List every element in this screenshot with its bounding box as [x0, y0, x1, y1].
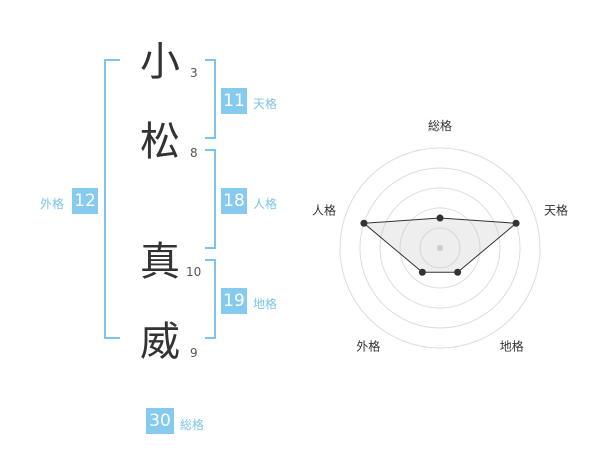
radar-ring — [359, 167, 521, 329]
radar-ring — [339, 147, 541, 349]
gaikaku-value: 12 — [72, 188, 98, 214]
radar-axis-label: 外格 — [356, 339, 380, 354]
soukaku-value: 30 — [146, 408, 174, 434]
jinkaku-value: 18 — [221, 188, 247, 214]
radar-point-2 — [512, 219, 520, 227]
tenkaku-label: 天格 — [253, 97, 278, 111]
stroke-count-3: 10 — [186, 265, 202, 279]
gaikaku-bracket — [104, 59, 120, 339]
tenkaku-value: 11 — [221, 88, 247, 114]
radar-ring — [399, 207, 481, 289]
radar-point-3 — [454, 268, 462, 276]
radar-axis-label: 地格 — [500, 339, 524, 354]
radar-point-4 — [418, 268, 426, 276]
jinkaku-label: 人格 — [253, 197, 278, 211]
name-char-3: 真 — [140, 239, 180, 285]
radar-ring — [379, 187, 501, 309]
chikaku-value: 19 — [221, 288, 247, 314]
stroke-count-1: 3 — [190, 66, 198, 80]
name-char-1: 小 — [140, 39, 180, 85]
radar-axis-label: 人格 — [312, 202, 336, 217]
tenkaku-bracket — [205, 59, 216, 139]
name-char-2: 松 — [140, 119, 180, 165]
name-char-4: 威 — [140, 319, 180, 365]
radar-ring — [419, 227, 461, 269]
chikaku-bracket — [205, 259, 216, 339]
gaikaku-label: 外格 — [40, 197, 65, 211]
radar-point-1 — [436, 214, 444, 222]
chikaku-label: 地格 — [253, 297, 278, 311]
stroke-count-4: 9 — [190, 346, 198, 360]
fortune-brackets — [104, 59, 216, 339]
jinkaku-bracket — [205, 149, 216, 249]
radar-center-dot — [437, 245, 443, 251]
radar-axis-label: 総格 — [428, 118, 452, 133]
radar-point-5 — [360, 219, 368, 227]
stroke-count-2: 8 — [190, 146, 198, 160]
soukaku-label: 総格 — [180, 418, 205, 432]
radar-axis-label: 天格 — [544, 202, 568, 217]
